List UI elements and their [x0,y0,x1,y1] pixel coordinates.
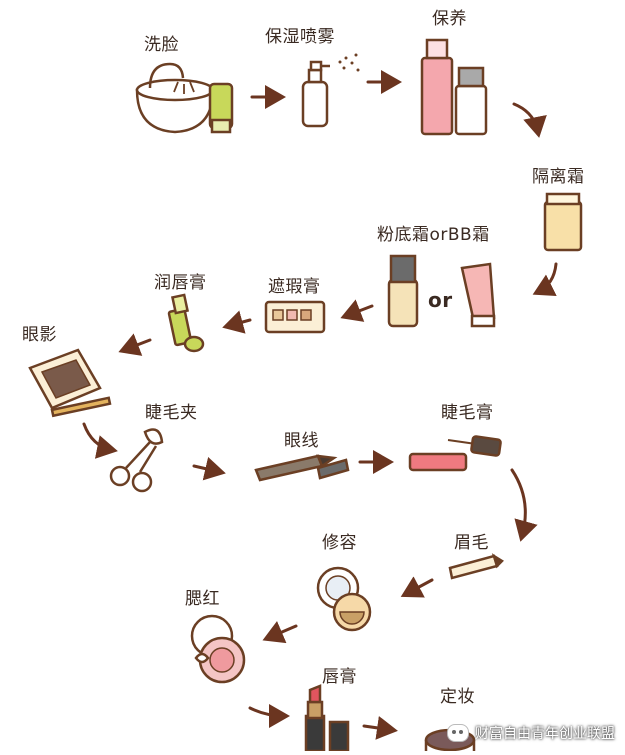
step-label-setting: 定妆 [440,687,475,707]
cleanser-tube-icon [208,82,234,134]
arrow-15 [362,715,398,740]
step-label-lipstick: 唇膏 [322,667,357,687]
arrow-14 [248,703,290,728]
step-label-skincare: 保养 [432,9,467,29]
arrow-6 [222,310,252,334]
blush-compact-icon [190,614,246,684]
contour-compact-icon [316,566,372,632]
eyeliner-icon [254,454,350,482]
step-label-lip-balm: 润唇膏 [154,273,207,293]
eyebrow-pencil-icon [448,553,504,580]
step-label-eyeliner: 眼线 [284,431,319,451]
step-label-wash-face: 洗脸 [144,35,179,55]
wechat-icon [447,724,469,742]
arrow-3 [512,102,547,138]
step-label-eyebrow: 眉毛 [454,533,489,553]
or-text: or [428,288,453,312]
arrow-4 [532,262,558,297]
step-label-contour: 修容 [322,533,357,553]
bb-cream-tube-icon [460,262,496,328]
step-label-foundation: 粉底霜orBB霜 [377,225,490,245]
step-label-primer: 隔离霜 [532,167,585,187]
mascara-icon [408,435,502,472]
eyelash-curler-icon [109,428,164,493]
arrow-5 [340,299,374,322]
arrow-13 [262,621,298,644]
step-label-eyeshadow: 眼影 [22,325,57,345]
arrow-11 [510,468,538,542]
watermark: 财富自由青年创业联盟 [447,723,615,743]
step-label-mascara: 睫毛膏 [441,403,494,423]
spray-bottle-icon [301,53,360,128]
flow-arrows [82,70,558,740]
wash-basin-icon [135,62,215,134]
arrow-7 [118,333,152,356]
watermark-text: 财富自由青年创业联盟 [475,726,615,742]
skincare-bottles-icon [420,38,488,136]
arrow-9 [192,456,226,481]
step-label-concealer: 遮瑕膏 [268,277,321,297]
foundation-bottle-icon [387,254,419,328]
step-label-blush: 腮红 [185,589,220,609]
primer-bottle-icon [543,192,583,252]
step-label-eyelash-curler: 睫毛夹 [145,403,198,423]
lipstick-icon [304,684,350,753]
step-label-toner-spray: 保湿喷雾 [265,27,335,47]
arrow-8 [82,422,118,459]
lip-balm-icon [167,293,205,353]
concealer-palette-icon [264,300,326,334]
arrow-12 [400,576,434,598]
eyeshadow-palette-icon [28,348,112,418]
